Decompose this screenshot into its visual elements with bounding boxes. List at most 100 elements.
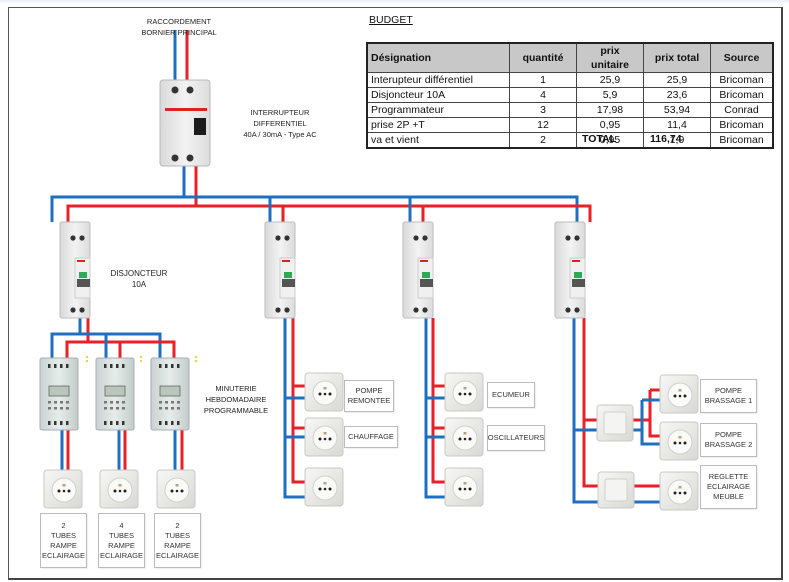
breaker-device [264, 221, 296, 319]
ground-pin-icon [463, 387, 467, 390]
button-icon [122, 401, 125, 404]
button-icon [159, 407, 162, 410]
terminal-icon [186, 86, 194, 94]
toggle-lever-icon [77, 279, 90, 287]
terminal-icon [79, 235, 85, 241]
ground-pin-icon [678, 389, 682, 392]
ground-pin-icon [678, 486, 682, 489]
rcd-body [159, 79, 211, 167]
two-way-switch-icon [596, 404, 634, 442]
terminal-icon [165, 364, 168, 368]
terminal-icon [413, 235, 419, 241]
socket-outlet-icon [304, 467, 344, 507]
socket-outlet-icon [304, 417, 344, 457]
pin-hole-icon [328, 487, 332, 491]
button-icon [104, 407, 107, 410]
terminal-icon [60, 364, 63, 368]
budget-header-row: Désignation quantité prix unitaire prix … [366, 42, 774, 73]
lcd-display [48, 385, 70, 397]
two-way-switch-icon [597, 471, 635, 509]
ground-pin-icon [323, 482, 327, 485]
socket-outlet-icon [444, 467, 484, 507]
breaker-device [402, 221, 434, 319]
pin-hole-icon [67, 489, 71, 493]
pin-hole-icon [673, 491, 677, 495]
button-icon [171, 401, 174, 404]
neutral-wire [283, 318, 305, 499]
ground-pin-icon [62, 484, 66, 487]
toggle-lever-icon [420, 279, 433, 287]
terminal-icon [275, 235, 281, 241]
phase-wire [648, 390, 660, 438]
toggle-lever-icon [194, 118, 206, 135]
col-prix-total: prix total [643, 42, 711, 73]
button-icon [177, 401, 180, 404]
col-prix-unitaire: prix unitaire [576, 42, 644, 73]
top-strip [0, 0, 789, 4]
terminal-icon [275, 307, 281, 313]
terminal-icon [171, 421, 174, 425]
col-source: Source [710, 42, 774, 73]
ground-pin-icon [463, 487, 467, 491]
terminal-icon [116, 364, 119, 368]
terminal-icon [159, 364, 162, 368]
breaker-label: DISJONCTEUR 10A [110, 269, 168, 289]
button-icon [66, 407, 69, 410]
terminal-icon [70, 307, 76, 313]
button-icon [159, 401, 162, 404]
pin-hole-icon [468, 487, 472, 491]
button-icon [116, 407, 119, 410]
timer-device [95, 357, 135, 431]
toggle-lever-icon [572, 279, 585, 287]
button-icon [104, 401, 107, 404]
button-icon [110, 401, 113, 404]
terminal-icon [122, 364, 125, 368]
pin-hole-icon [458, 487, 462, 491]
pin-hole-icon [328, 392, 332, 396]
terminal-icon [104, 364, 107, 368]
terminal-icon [574, 235, 580, 241]
terminal-icon [104, 421, 107, 425]
neutral-bus [50, 195, 579, 222]
pin-hole-icon [468, 437, 472, 441]
ground-pin-icon [118, 484, 122, 487]
terminal-icon [54, 364, 57, 368]
aeg-logo [572, 260, 580, 262]
toggle-lever-icon [282, 279, 295, 287]
terminal-icon [171, 86, 179, 94]
wire-layer [50, 30, 660, 504]
budget-title: BUDGET [369, 14, 413, 26]
terminal-icon [116, 421, 119, 425]
ground-pin-icon [463, 482, 467, 485]
terminal-icon [565, 235, 571, 241]
pin-hole-icon [683, 491, 687, 495]
device-layer [39, 79, 699, 511]
ground-pin-icon [463, 432, 467, 435]
ground-pin-icon [118, 489, 122, 493]
terminal-icon [177, 421, 180, 425]
terminal-icon [171, 154, 179, 162]
ground-pin-icon [463, 437, 467, 441]
button-icon [48, 401, 51, 404]
pin-hole-icon [318, 437, 322, 441]
indicator-dot [86, 360, 88, 362]
socket-outlet-icon [659, 374, 699, 414]
status-window-icon [79, 272, 87, 278]
terminal-icon [422, 307, 428, 313]
button-icon [165, 407, 168, 410]
button-icon [165, 401, 168, 404]
button-icon [54, 407, 57, 410]
terminal-icon [574, 307, 580, 313]
indicator-dot [195, 360, 197, 362]
ground-pin-icon [62, 489, 66, 493]
ground-pin-icon [323, 392, 327, 396]
pin-hole-icon [683, 441, 687, 445]
